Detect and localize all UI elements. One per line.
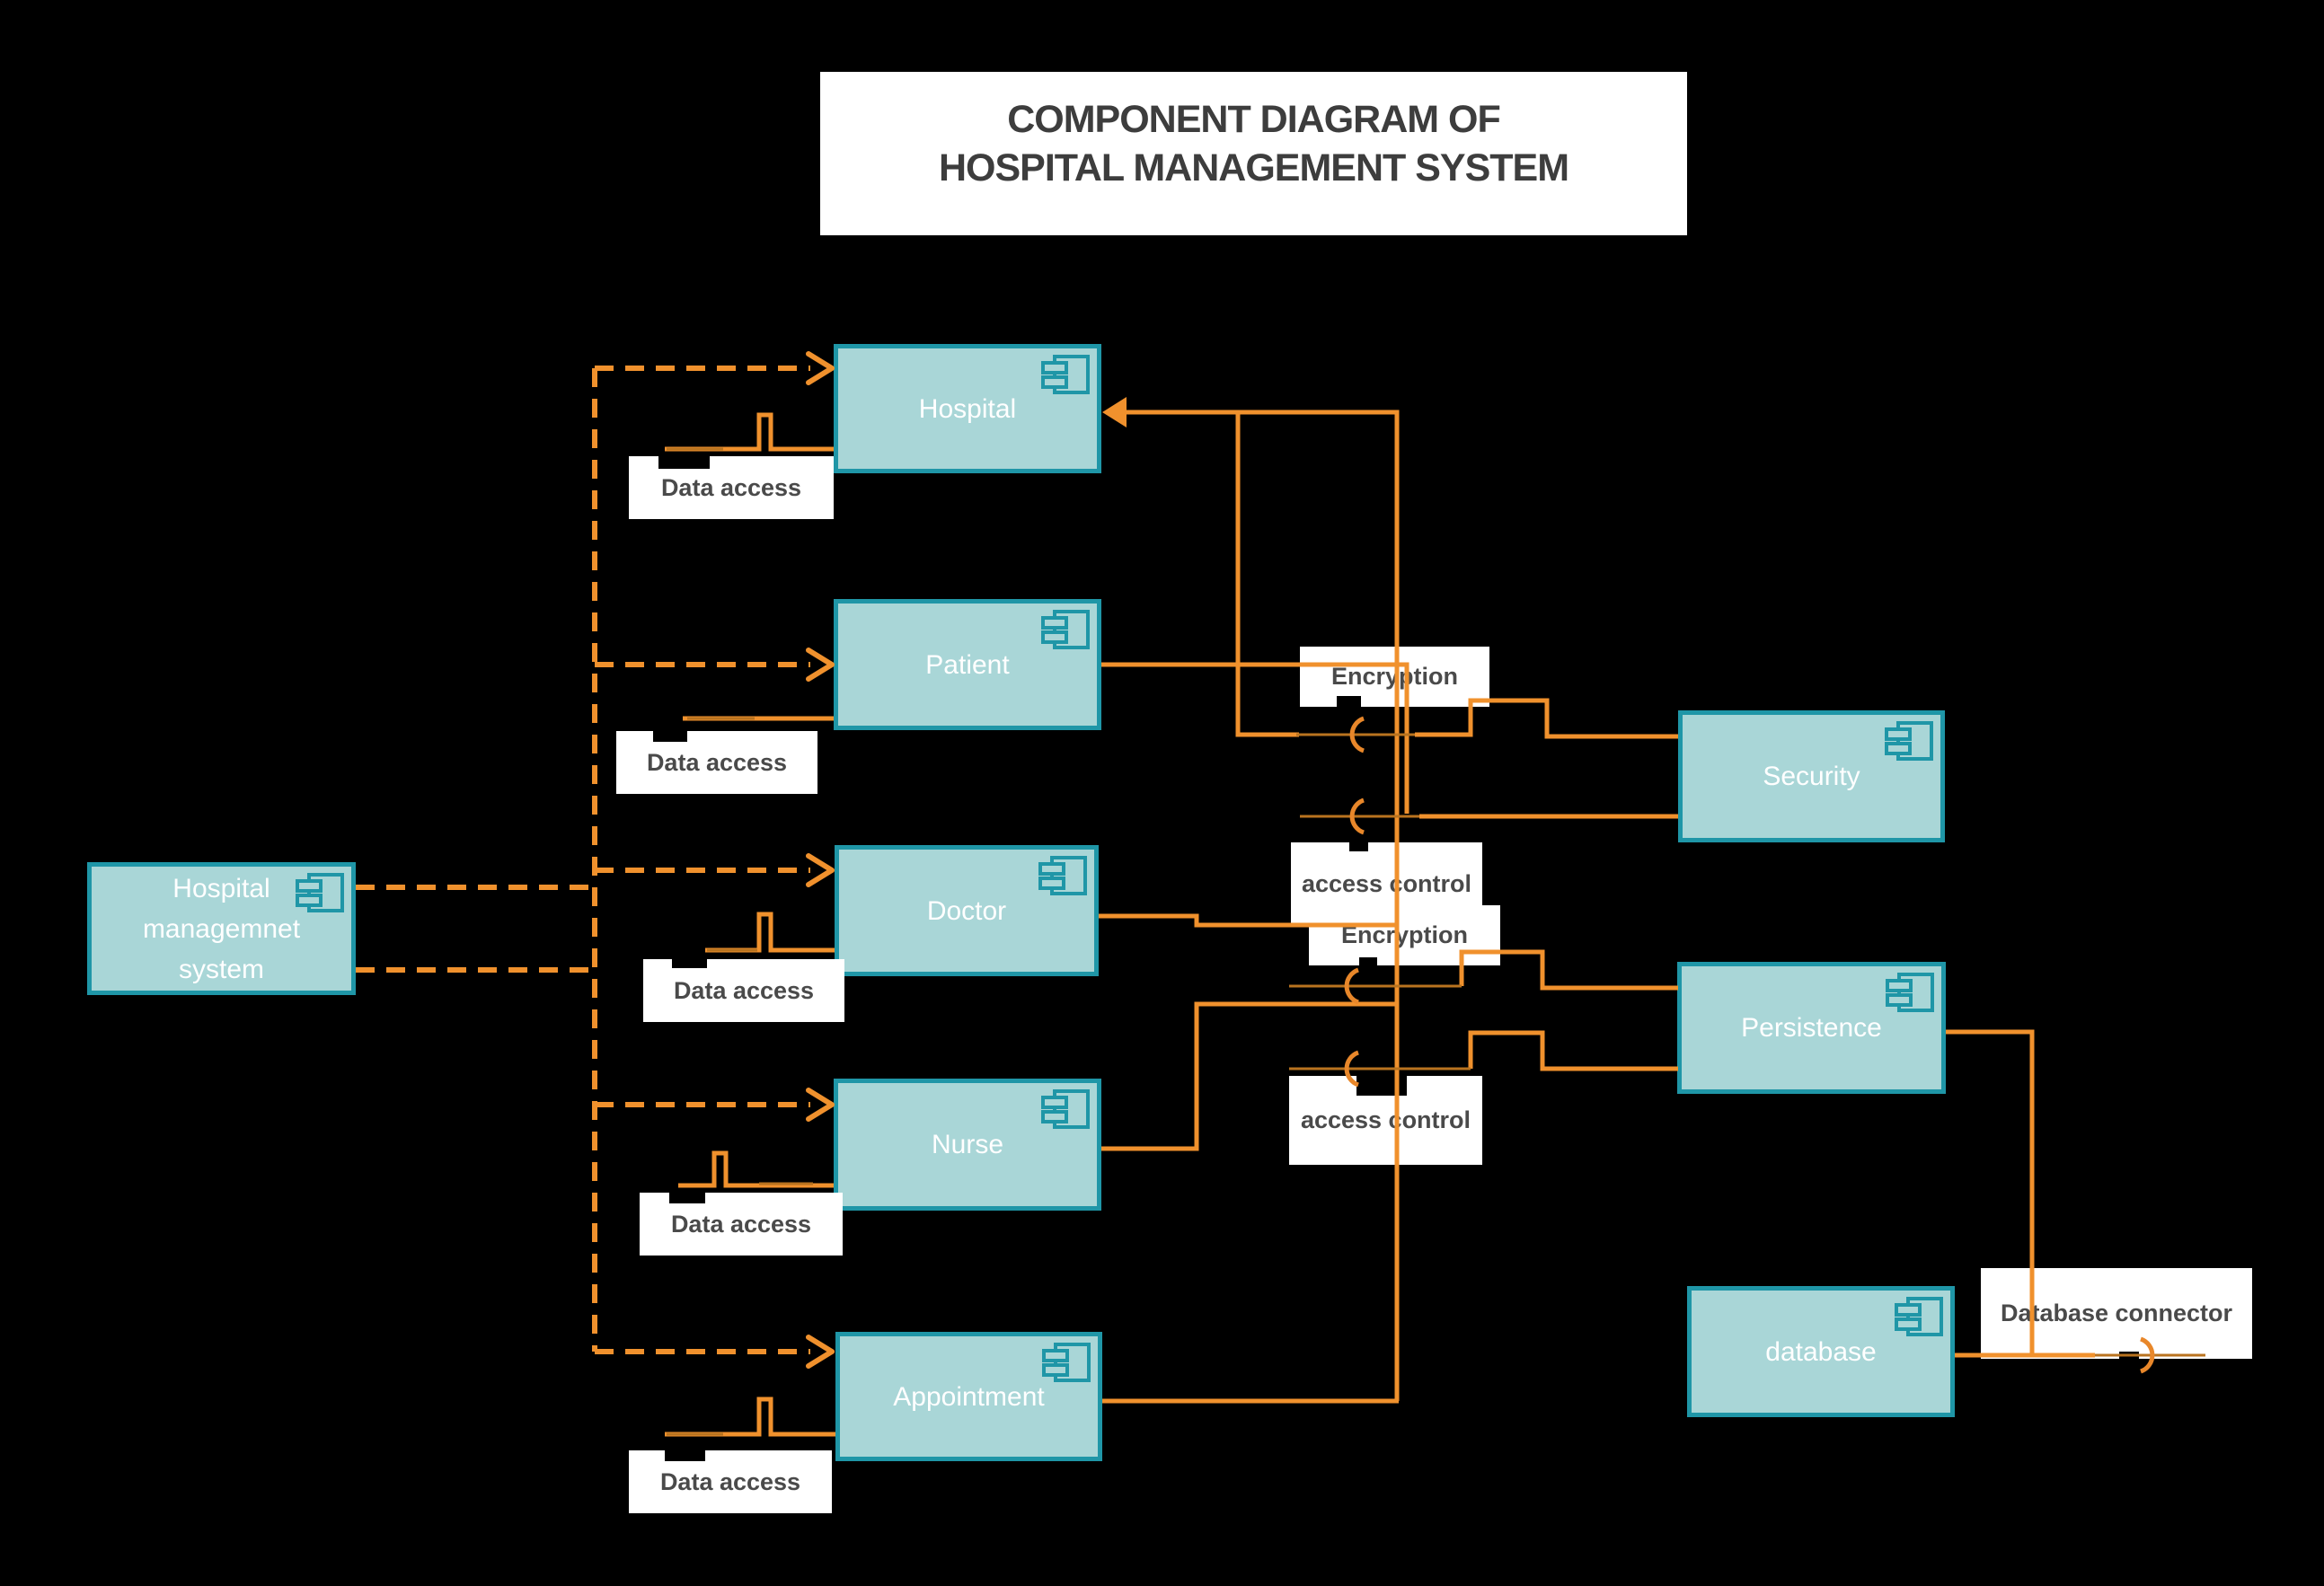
assembly-connectors xyxy=(1099,410,2095,1404)
label-notch xyxy=(1349,842,1368,851)
component-label: database xyxy=(1765,1336,1877,1367)
component-box-doctor[interactable]: Doctor xyxy=(835,845,1099,976)
component-label: Appointment xyxy=(893,1381,1045,1412)
interface-label-text: access control xyxy=(1301,869,1472,897)
diagram-title-card: COMPONENT DIAGRAM OF HOSPITAL MANAGEMENT… xyxy=(820,72,1687,235)
component-box-hospital-management-system[interactable]: Hospital managemnet system xyxy=(87,862,356,995)
component-label: Security xyxy=(1763,762,1860,791)
interface-label-text: Encryption xyxy=(1340,921,1468,948)
component-icon xyxy=(1038,856,1087,895)
component-icon xyxy=(296,873,344,912)
socket-arc-encryption-security xyxy=(1349,716,1365,753)
interface-label-text: Data access xyxy=(670,1210,812,1238)
socket-arc-encryption-persistence xyxy=(1344,967,1359,1005)
interface-label-encryption-security[interactable]: Encryption xyxy=(1300,647,1489,707)
interface-label-text: Data access xyxy=(660,473,802,501)
label-notch xyxy=(665,1450,705,1461)
label-notch xyxy=(653,731,687,742)
label-notch xyxy=(1337,696,1361,707)
interface-label-data-access-appointment[interactable]: Data access xyxy=(629,1450,832,1513)
open-arrowhead-doctor xyxy=(806,853,835,887)
diagram-title-line-2: HOSPITAL MANAGEMENT SYSTEM xyxy=(938,146,1569,189)
interface-label-data-access-patient[interactable]: Data access xyxy=(616,731,817,794)
component-label: Hospital xyxy=(918,393,1017,424)
component-box-hospital[interactable]: Hospital xyxy=(834,344,1101,473)
filled-arrowhead-hospital xyxy=(1102,397,1127,427)
data-access-line-appointment xyxy=(665,1397,835,1437)
component-label: Persistence xyxy=(1741,1013,1882,1043)
component-icon xyxy=(1895,1297,1943,1336)
interface-label-text: Data access xyxy=(646,748,788,776)
component-icon xyxy=(1041,355,1090,394)
open-arrowhead-hospital xyxy=(806,351,835,385)
persistence-bottom-link xyxy=(1468,1030,1678,1071)
label-notch xyxy=(669,1193,705,1203)
interface-label-text: Data access xyxy=(673,976,815,1004)
data-access-line-doctor xyxy=(705,912,835,953)
label-notch xyxy=(658,456,710,469)
component-label: Patient xyxy=(925,649,1010,680)
component-box-security[interactable]: Security xyxy=(1678,710,1945,842)
component-box-persistence[interactable]: Persistence xyxy=(1677,962,1946,1094)
diagram-title-line-1: COMPONENT DIAGRAM OF xyxy=(1007,98,1501,141)
interface-label-encryption-persistence[interactable]: Encryption xyxy=(1309,905,1500,965)
data-access-line-nurse xyxy=(678,1150,834,1188)
component-icon xyxy=(1042,1343,1091,1382)
component-icon xyxy=(1885,721,1933,761)
component-box-database[interactable]: database xyxy=(1687,1286,1955,1417)
open-arrowhead-patient xyxy=(806,648,835,682)
label-notch xyxy=(2119,1352,2139,1360)
component-icon xyxy=(1886,973,1934,1012)
component-label: Doctor xyxy=(926,895,1007,926)
label-notch xyxy=(1356,1076,1407,1096)
component-box-appointment[interactable]: Appointment xyxy=(835,1332,1102,1461)
interface-label-text: Database connector xyxy=(2000,1300,2233,1326)
interface-label-text: Encryption xyxy=(1330,663,1458,690)
open-arrowhead-appointment xyxy=(806,1335,835,1369)
socket-arc-access-control-security xyxy=(1349,797,1365,835)
component-label: Hospital managemnet system xyxy=(142,873,301,984)
component-icon xyxy=(1041,1089,1090,1129)
data-access-connectors xyxy=(665,412,835,1437)
component-box-patient[interactable]: Patient xyxy=(834,599,1101,730)
component-box-nurse[interactable]: Nurse xyxy=(834,1079,1101,1211)
data-access-line-hospital xyxy=(665,412,834,452)
interface-label-data-access-doctor[interactable]: Data access xyxy=(643,959,844,1022)
interface-label-database-connector[interactable]: Database connector xyxy=(1981,1268,2252,1359)
label-notch xyxy=(672,959,707,968)
hospital-branch-to-security xyxy=(1235,412,1299,737)
open-arrowhead-nurse xyxy=(806,1088,835,1122)
data-access-dark-stubs xyxy=(667,447,813,1436)
component-icon xyxy=(1041,610,1090,649)
component-label: Nurse xyxy=(931,1130,1004,1159)
label-notch xyxy=(1359,957,1377,967)
interface-label-text: access control xyxy=(1300,1106,1471,1133)
interface-label-text: Data access xyxy=(659,1467,801,1495)
